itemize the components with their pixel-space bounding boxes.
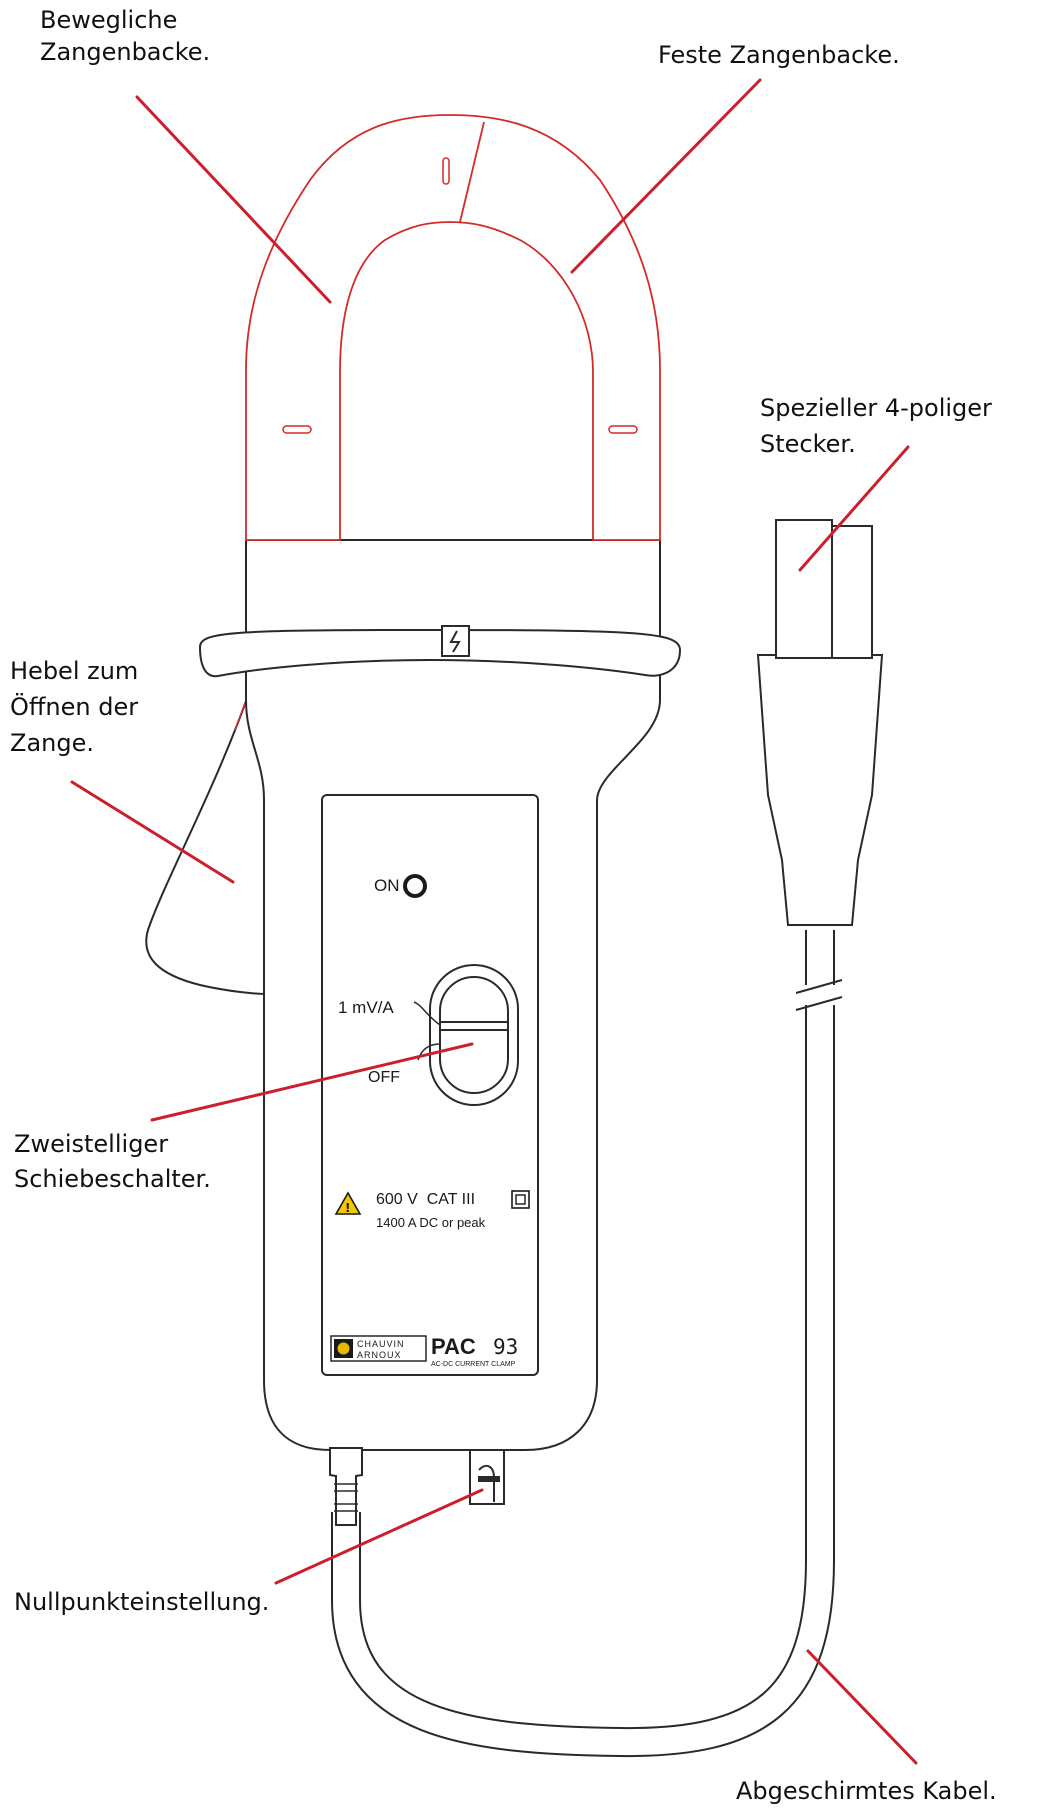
label-lever-line-2: Öffnen der	[10, 692, 138, 721]
label-movable-jaw-line-1: Bewegliche	[40, 6, 177, 34]
double-insulation-icon	[511, 1190, 530, 1209]
label-connector-line-2: Stecker.	[760, 430, 856, 458]
four-pin-connector	[756, 519, 884, 926]
front-panel: ON 1 mV/A OFF ! 600 V CAT III 1400 A DC …	[321, 794, 539, 1376]
label-shielded-cable: Abgeschirmtes Kabel.	[736, 1777, 997, 1805]
rating-current: 1400 A DC or peak	[376, 1215, 486, 1230]
opening-lever	[145, 689, 267, 996]
on-indicator-icon	[403, 874, 427, 898]
label-switch-line-1: Zweistelliger	[14, 1130, 168, 1158]
brand-name-line-1: CHAUVIN	[357, 1339, 405, 1349]
model-subtitle: AC-DC CURRENT CLAMP	[431, 1361, 516, 1368]
label-connector-line-1: Spezieller 4-poliger	[760, 394, 992, 422]
on-label: ON	[374, 876, 400, 895]
zero-adjust-knob	[469, 1449, 505, 1505]
shielded-cable	[331, 930, 843, 1758]
label-lever-line-3: Zange.	[10, 729, 94, 757]
lightning-icon	[441, 625, 470, 657]
switch-position-off: OFF	[368, 1069, 400, 1086]
model-number: 93	[493, 1335, 518, 1359]
brand-name-line-2: ARNOUX	[357, 1350, 402, 1360]
rating-voltage-category: 600 V CAT III	[376, 1191, 475, 1208]
model-name: PAC	[431, 1334, 476, 1359]
label-switch-line-2: Schiebeschalter.	[14, 1165, 211, 1193]
label-fixed-jaw: Feste Zangenbacke.	[658, 41, 900, 69]
brand-logo-icon: CHAUVIN ARNOUX	[330, 1335, 427, 1362]
switch-position-1mva: 1 mV/A	[338, 998, 394, 1017]
label-lever-line-1: Hebel zum	[10, 657, 138, 685]
svg-text:!: !	[345, 1201, 350, 1215]
jaws	[245, 114, 661, 541]
label-zero-adjust: Nullpunkteinstellung.	[14, 1588, 269, 1616]
cable-gland	[329, 1447, 363, 1526]
leader-lines	[70, 78, 918, 1765]
label-movable-jaw-line-2: Zangenbacke.	[40, 38, 210, 66]
warning-triangle-icon: !	[334, 1191, 362, 1215]
slide-switch	[413, 964, 519, 1106]
